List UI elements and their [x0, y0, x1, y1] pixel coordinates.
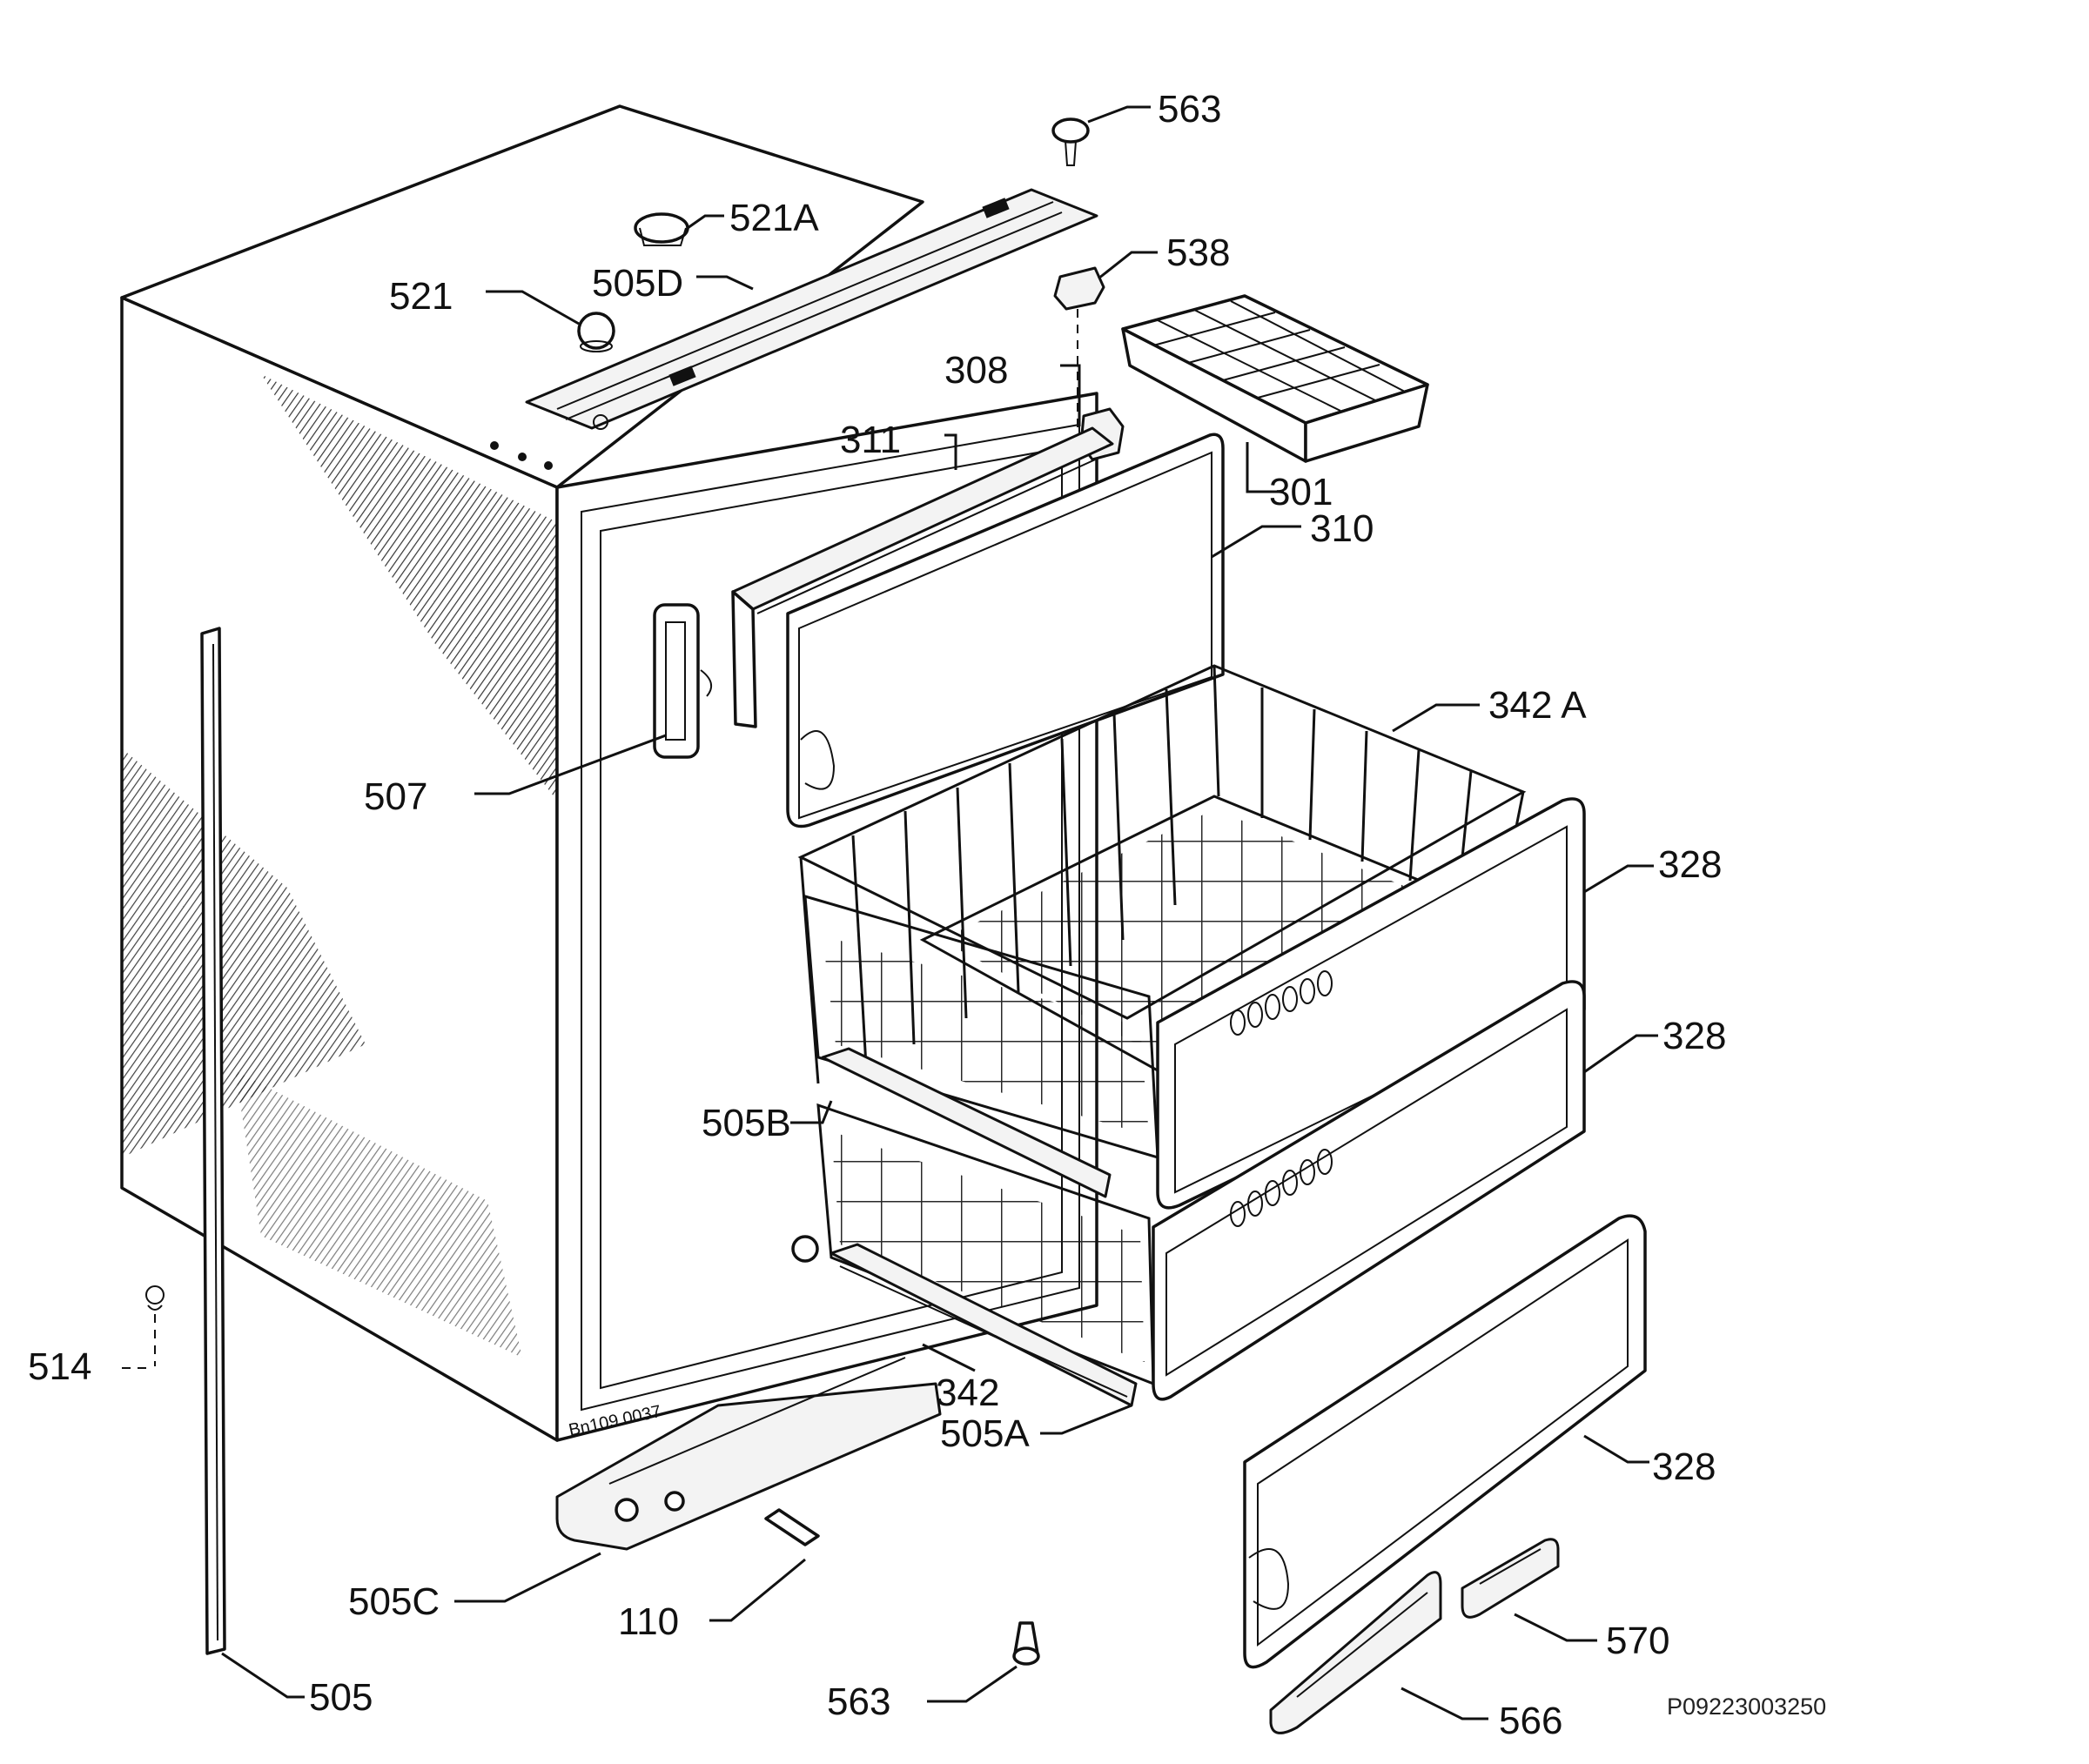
screw-563-bottom: [1012, 1621, 1040, 1666]
seal-strip-505: [200, 627, 226, 1655]
label-311: 311: [840, 419, 901, 461]
label-328-middle: 328: [1662, 1015, 1726, 1057]
handle-cap-570: [1461, 1538, 1560, 1619]
label-342a: 342 A: [1488, 684, 1587, 727]
label-570: 570: [1606, 1620, 1669, 1662]
label-505c: 505C: [348, 1580, 440, 1623]
label-110: 110: [618, 1600, 679, 1643]
plinth-505c: [555, 1357, 942, 1551]
drawer-328-upper: [803, 797, 1586, 1210]
ice-tray-301: [1121, 294, 1429, 463]
label-328-upper: 328: [1658, 843, 1722, 886]
label-310: 310: [1310, 507, 1374, 550]
rail-505a: [830, 1243, 1138, 1407]
label-342: 342: [936, 1372, 999, 1414]
label-328-lower: 328: [1652, 1445, 1716, 1488]
drawer-front-328-lower: [1243, 1214, 1647, 1669]
label-514: 514: [28, 1345, 91, 1388]
drawer-328-middle: [1152, 980, 1586, 1401]
screw-563-top: [1051, 117, 1090, 166]
label-301: 301: [1269, 471, 1333, 513]
label-505: 505: [309, 1676, 373, 1719]
label-563-top: 563: [1158, 88, 1221, 131]
hinge-538: [1053, 266, 1105, 453]
handle-566: [1269, 1571, 1442, 1734]
freezer-flap-310: [786, 433, 1225, 828]
leader-lines: [122, 105, 1658, 1720]
freezer-flap-frame-311: [731, 426, 1114, 728]
label-521a: 521A: [729, 197, 819, 239]
label-521: 521: [389, 275, 453, 318]
label-538: 538: [1166, 231, 1230, 274]
clip-514: [145, 1285, 165, 1366]
rail-505b: [821, 1047, 1112, 1198]
callout-labels: 563 521A 538 521 505D 308 311 301 310 34…: [28, 88, 1826, 1742]
pin-110: [764, 1508, 820, 1546]
label-505b: 505B: [702, 1102, 791, 1144]
top-rail-505d: [525, 188, 1098, 430]
handle-507: [653, 603, 713, 759]
label-563-bottom: 563: [827, 1680, 890, 1723]
label-505a: 505A: [940, 1412, 1030, 1455]
label-308: 308: [944, 349, 1008, 392]
hinge-pin-lower: [791, 1235, 819, 1263]
label-566: 566: [1499, 1700, 1562, 1742]
cap-521: [577, 312, 615, 352]
label-507: 507: [364, 775, 427, 818]
label-505d: 505D: [592, 262, 683, 305]
reference-code: P09223003250: [1667, 1694, 1826, 1720]
